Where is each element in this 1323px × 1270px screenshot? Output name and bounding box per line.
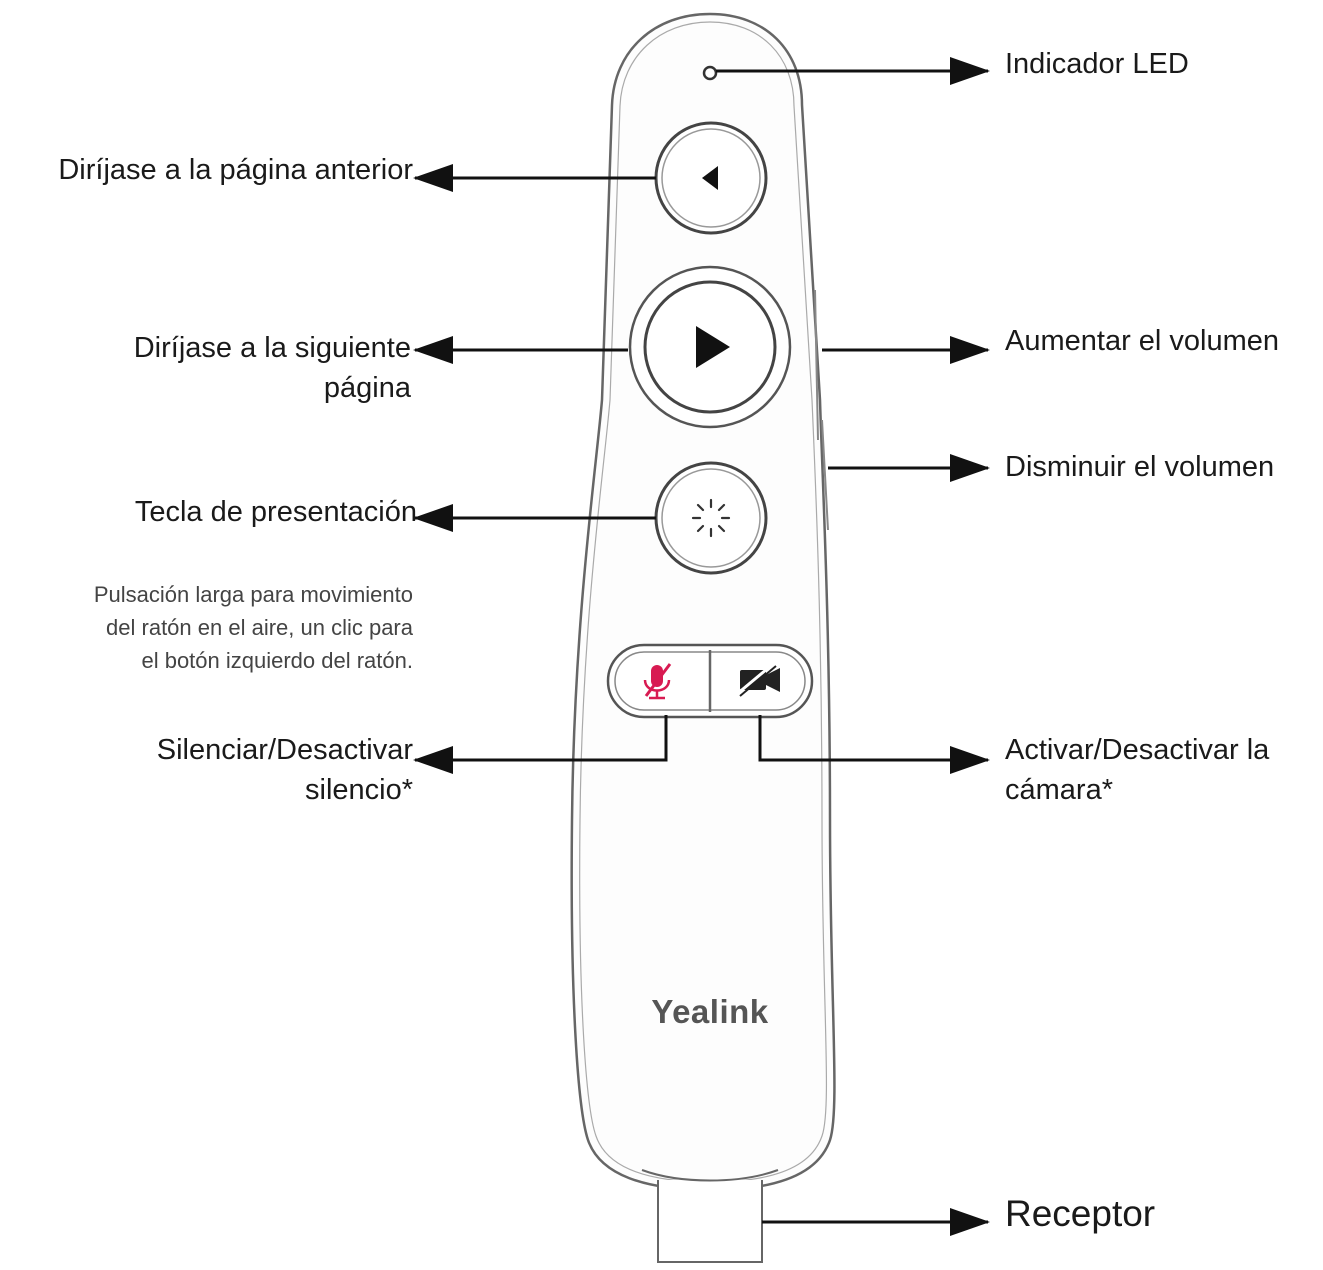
label-next-page: Diríjase a la siguiente página xyxy=(134,328,411,408)
presentation-note: Pulsación larga para movimiento del rató… xyxy=(94,578,413,677)
label-prev-page: Diríjase a la página anterior xyxy=(58,154,413,186)
presentation-note-line3: el botón izquierdo del ratón. xyxy=(141,648,413,673)
label-mute: Silenciar/Desactivar silencio* xyxy=(157,730,413,810)
label-presentation: Tecla de presentación xyxy=(134,496,417,528)
leader-lines xyxy=(413,57,990,1236)
label-camera-line1: Activar/Desactivar la xyxy=(1005,734,1270,766)
label-vol-down: Disminuir el volumen xyxy=(1005,451,1275,483)
left-arrow-icon xyxy=(702,166,718,190)
presentation-icon xyxy=(691,498,731,538)
label-receiver: Receptor xyxy=(1005,1193,1156,1234)
presentation-note-line1: Pulsación larga para movimiento xyxy=(93,582,413,607)
label-mute-line1: Silenciar/Desactivar xyxy=(156,734,413,766)
label-next-line1: Diríjase a la siguiente xyxy=(133,332,411,364)
label-next-line2: página xyxy=(323,372,411,404)
leader-mute xyxy=(413,715,668,774)
led-dot xyxy=(702,65,718,81)
label-camera: Activar/Desactivar la cámara* xyxy=(1005,730,1269,810)
leader-camera xyxy=(758,715,990,774)
label-mute-line2: silencio* xyxy=(305,774,413,806)
label-camera-line2: cámara* xyxy=(1005,774,1113,806)
presentation-note-line2: del ratón en el aire, un clic para xyxy=(106,615,413,640)
presentation-button xyxy=(654,461,768,575)
right-arrow-icon xyxy=(696,326,730,368)
brand-logo: Yealink xyxy=(651,993,768,1030)
mic-mute-icon xyxy=(643,663,672,700)
label-vol-up: Aumentar el volumen xyxy=(1005,325,1280,357)
label-led: Indicador LED xyxy=(1005,48,1189,80)
mute-camera-pill xyxy=(606,643,814,719)
camera-off-icon xyxy=(736,662,780,697)
receiver xyxy=(641,1169,779,1263)
next-button xyxy=(628,265,792,429)
prev-button xyxy=(654,121,768,235)
